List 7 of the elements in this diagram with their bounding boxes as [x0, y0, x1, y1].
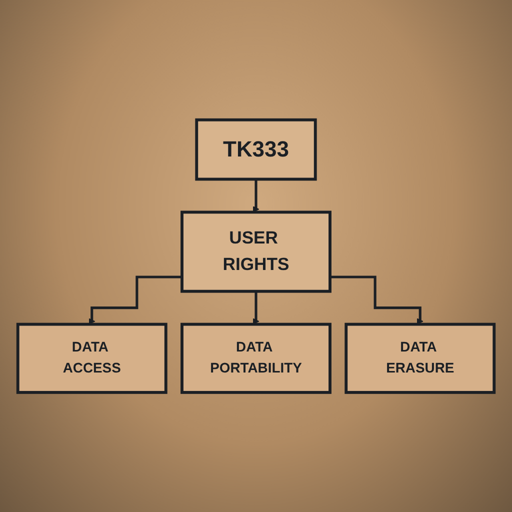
- arrow: [88, 276, 182, 324]
- arrow: [330, 276, 424, 324]
- node-box: TK333: [195, 118, 317, 181]
- node-box: USER RIGHTS: [180, 210, 332, 293]
- node-box: DATA ACCESS: [16, 322, 168, 394]
- node-box: DATA ERASURE: [344, 322, 496, 394]
- node-box: DATA PORTABILITY: [180, 322, 332, 394]
